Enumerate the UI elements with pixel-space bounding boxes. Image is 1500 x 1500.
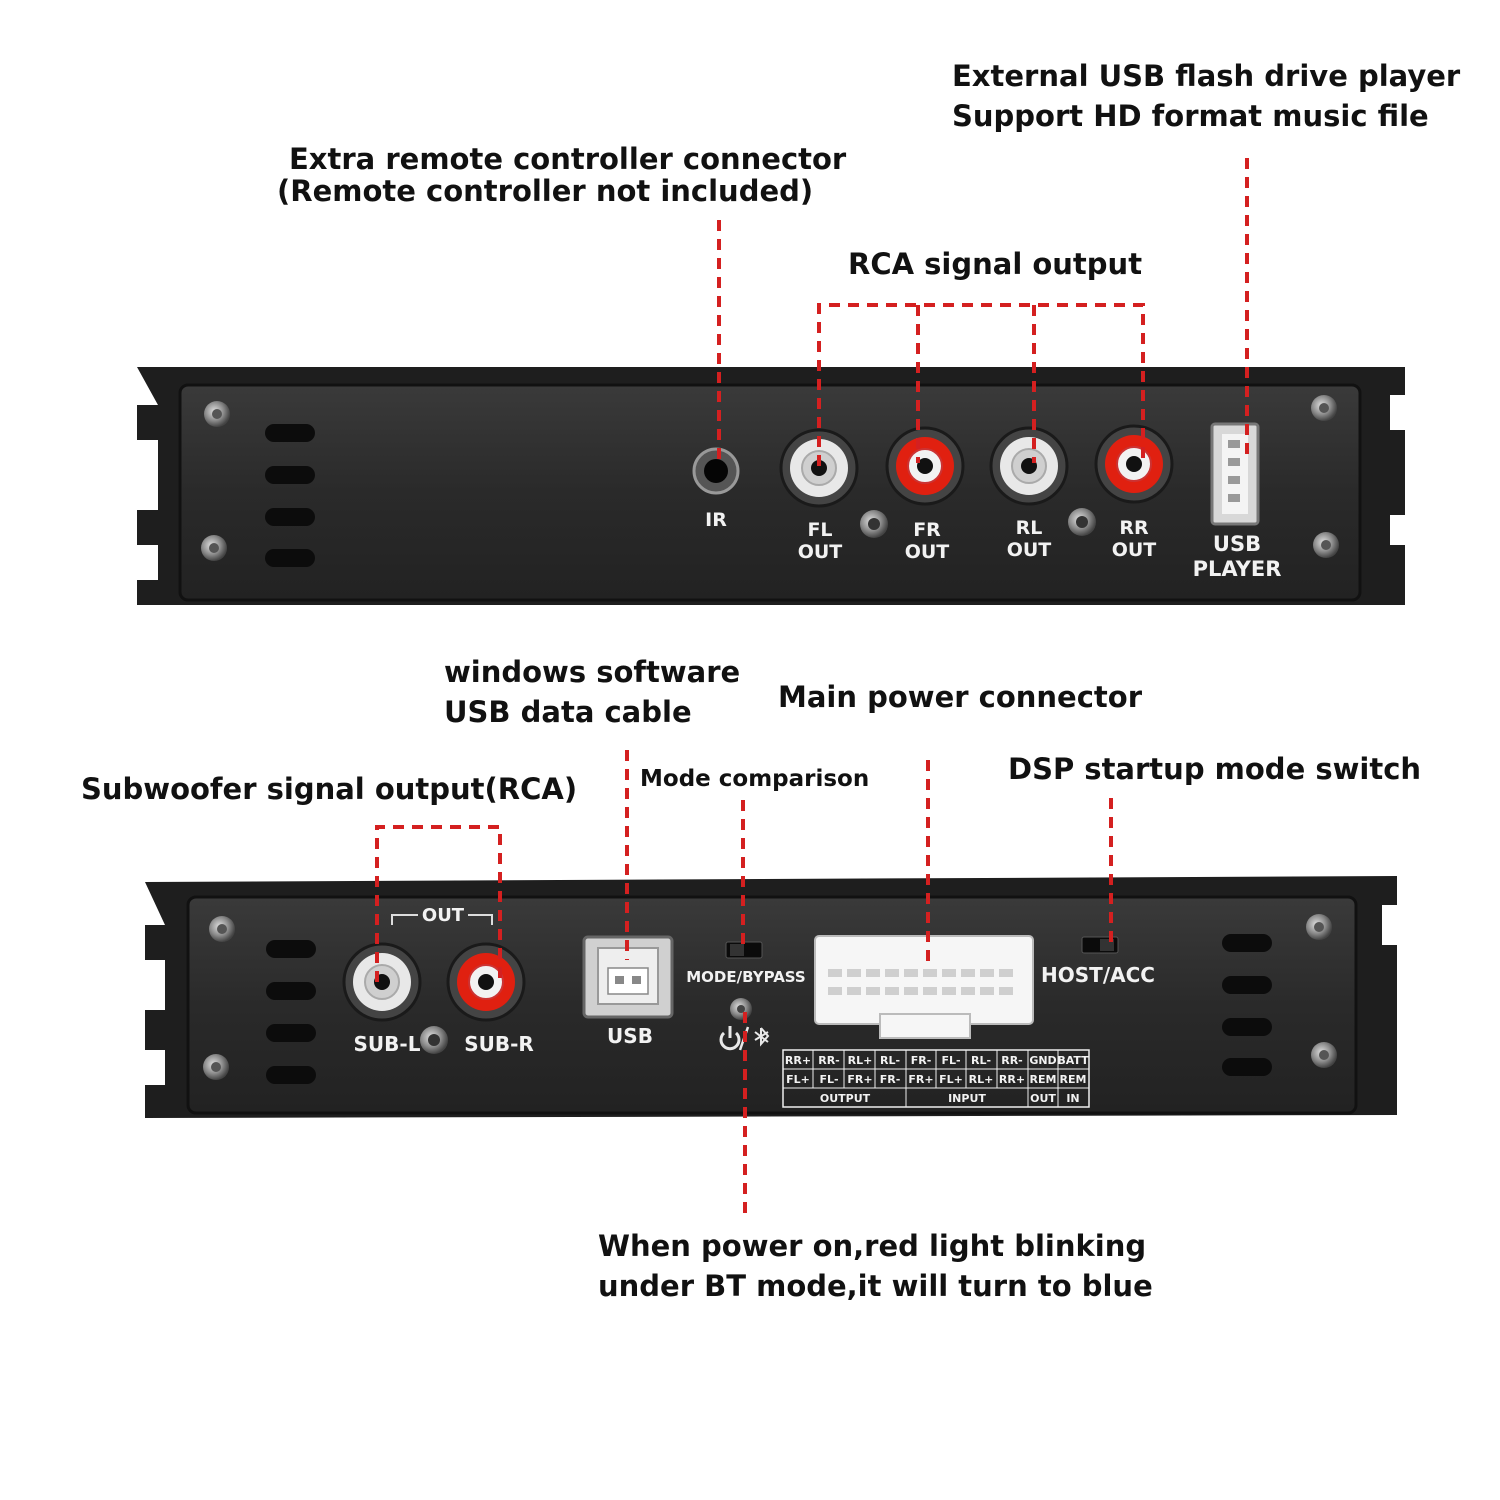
- sub-r-label: SUB-R: [464, 1032, 534, 1056]
- rear-panel: OUT SUB-L SUB-R USB MODE/BYPASS: [145, 876, 1397, 1118]
- wiring-table: RR+ RR- RL+ RL- FR- FL- RL- RR- GND BATT…: [782, 1049, 1090, 1108]
- fr-label-1: FR: [913, 519, 941, 541]
- wiring-cell: FL-: [941, 1054, 960, 1067]
- usb-player-callout-line1: External USB flash drive player: [952, 59, 1461, 93]
- vent-slots: [266, 934, 1272, 1084]
- rca-rr-out: [1094, 424, 1174, 504]
- leader-lines: [375, 158, 1249, 1220]
- wiring-group: INPUT: [948, 1092, 986, 1105]
- usb-b-port: [582, 935, 674, 1019]
- leader-sub-bracket: [375, 825, 502, 982]
- rl-label-1: RL: [1016, 517, 1043, 539]
- led-indicator: [1068, 508, 1096, 536]
- rl-label-2: OUT: [1007, 539, 1052, 561]
- fr-label-2: OUT: [905, 541, 950, 563]
- subwoofer-callout: Subwoofer signal output(RCA): [81, 772, 578, 806]
- rca-fr-out: [885, 426, 965, 506]
- power-led-callout-line1: When power on,red light blinking: [598, 1229, 1147, 1263]
- wiring-cell: FR-: [880, 1073, 901, 1086]
- screw: [1306, 914, 1332, 940]
- power-led-callout-line2: under BT mode,it will turn to blue: [598, 1269, 1153, 1303]
- usb-a-port: [1210, 422, 1260, 526]
- rca-rl-out: [989, 426, 1069, 506]
- ir-label: IR: [705, 509, 727, 531]
- wiring-cell: FL+: [786, 1073, 810, 1086]
- power-led-callout: When power on,red light blinking under B…: [598, 1226, 1153, 1306]
- mode-comparison-callout: Mode comparison: [640, 766, 870, 792]
- rca-output-callout: RCA signal output: [848, 247, 1143, 281]
- main-power-connector: [814, 935, 1034, 1039]
- wiring-cell: FR+: [847, 1073, 872, 1086]
- wiring-cell: REM: [1030, 1073, 1057, 1086]
- front-panel: IR FL OUT FR OUT: [137, 367, 1405, 605]
- vent-slots: [265, 424, 315, 567]
- usb-player-label-1: USB: [1213, 532, 1261, 556]
- software-callout-line2: USB data cable: [444, 695, 692, 729]
- ir-jack: [692, 447, 740, 495]
- wiring-cell: FR-: [911, 1054, 932, 1067]
- dsp-switch-callout: DSP startup mode switch: [1008, 752, 1422, 786]
- rr-label-2: OUT: [1112, 539, 1157, 561]
- mode-bypass-switch: [725, 941, 763, 959]
- software-callout-line1: windows software: [444, 655, 741, 689]
- wiring-cell: FR+: [908, 1073, 933, 1086]
- wiring-cell: BATT: [1057, 1054, 1089, 1067]
- screw: [209, 916, 235, 942]
- wiring-group: OUTPUT: [820, 1092, 871, 1105]
- wiring-cell: FL-: [819, 1073, 838, 1086]
- screw: [203, 1054, 229, 1080]
- remote-callout: Extra remote controller connector (Remot…: [277, 143, 846, 207]
- screw: [1311, 1042, 1337, 1068]
- remote-callout-line1: Extra remote controller connector: [289, 142, 847, 176]
- remote-callout-line2: (Remote controller not included): [277, 174, 814, 208]
- bluetooth-icon: [754, 1027, 770, 1047]
- screw: [1313, 532, 1339, 558]
- wiring-cell: RL-: [880, 1054, 900, 1067]
- wiring-cell: RL-: [971, 1054, 991, 1067]
- led-indicator: [420, 1026, 448, 1054]
- out-bracket: [391, 914, 493, 925]
- screw: [204, 401, 230, 427]
- fl-label-1: FL: [807, 519, 832, 541]
- wiring-cell: RL+: [969, 1073, 994, 1086]
- wiring-cell: RL+: [848, 1054, 873, 1067]
- wiring-group: IN: [1066, 1092, 1079, 1105]
- wiring-cell: GND: [1029, 1054, 1056, 1067]
- rca-fl-out: [779, 428, 859, 508]
- screw: [1311, 395, 1337, 421]
- main-power-callout: Main power connector: [778, 680, 1143, 714]
- fl-label-2: OUT: [798, 541, 843, 563]
- wiring-cell: RR+: [785, 1054, 811, 1067]
- wiring-cell: FL+: [939, 1073, 963, 1086]
- usb-player-callout-line2: Support HD format music file: [952, 99, 1429, 133]
- usb-player-label-2: PLAYER: [1193, 557, 1282, 581]
- wiring-cell: RR-: [818, 1054, 840, 1067]
- sub-l-label: SUB-L: [354, 1032, 421, 1056]
- software-callout: windows software USB data cable: [444, 652, 740, 732]
- leader-rca-bracket: [817, 303, 1145, 466]
- rr-label-1: RR: [1119, 517, 1149, 539]
- wiring-cell: REM: [1060, 1073, 1087, 1086]
- screw: [201, 535, 227, 561]
- mode-bypass-label: MODE/BYPASS: [686, 968, 806, 986]
- wiring-cell: RR-: [1001, 1054, 1023, 1067]
- wiring-cell: RR+: [999, 1073, 1025, 1086]
- rca-sub-r: [446, 942, 526, 1022]
- out-label: OUT: [422, 905, 465, 926]
- rca-sub-l: [342, 942, 422, 1022]
- power-led: [730, 998, 752, 1020]
- usb-player-callout: External USB flash drive player Support …: [952, 56, 1460, 136]
- led-indicator: [860, 510, 888, 538]
- host-acc-label: HOST/ACC: [1041, 963, 1155, 987]
- power-icon: [719, 1026, 741, 1051]
- usb-label: USB: [607, 1024, 653, 1048]
- wiring-group: OUT: [1030, 1092, 1056, 1105]
